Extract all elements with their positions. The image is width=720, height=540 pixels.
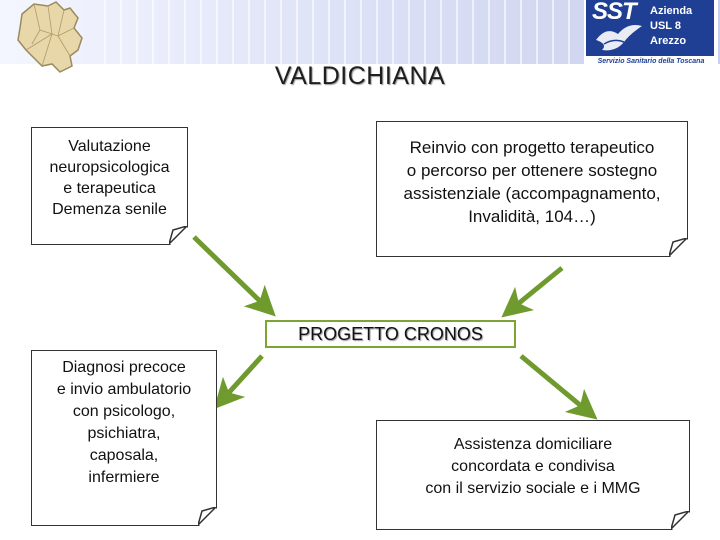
bird-icon <box>596 25 642 51</box>
page-title: VALDICHIANA <box>274 62 446 90</box>
page-fold-icon <box>671 511 689 529</box>
box-referral-text: Reinvio con progetto terapeutico o perco… <box>403 138 661 226</box>
arrow-top-left <box>192 235 276 317</box>
box-early-diagnosis: Diagnosi precoce e invio ambulatorio con… <box>31 350 217 526</box>
arrow-top-right <box>501 266 564 318</box>
box-home-assistance: Assistenza domiciliare concordata e cond… <box>376 420 690 530</box>
tuscany-map-icon <box>17 1 83 73</box>
sst-logo: SST Azienda USL 8 Arezzo Servizio Sanita… <box>584 0 718 72</box>
box-neuropsych-evaluation: Valutazione neuropsicologica e terapeuti… <box>31 127 188 245</box>
sst-logo-footer: Servizio Sanitario della Toscana <box>597 58 705 65</box>
box-early-diagnosis-text: Diagnosi precoce e invio ambulatorio con… <box>56 359 192 486</box>
arrow-bottom-left <box>213 354 264 410</box>
sst-line-2: USL 8 <box>650 20 681 32</box>
sst-logo-box: SST Azienda USL 8 Arezzo <box>586 0 714 56</box>
box-neuropsych-evaluation-text: Valutazione neuropsicologica e terapeuti… <box>49 138 170 218</box>
header-stripes <box>90 0 580 64</box>
sst-logo-letters: SST <box>592 0 637 25</box>
box-home-assistance-text: Assistenza domiciliare concordata e cond… <box>425 436 641 497</box>
arrow-bottom-right <box>519 354 598 420</box>
sst-line-1: Azienda <box>650 5 693 17</box>
sst-line-3: Arezzo <box>650 35 687 47</box>
page-fold-icon <box>169 226 187 244</box>
box-referral: Reinvio con progetto terapeutico o perco… <box>376 121 688 257</box>
page-fold-icon <box>669 238 687 256</box>
sst-logo-text: Azienda USL 8 Arezzo <box>650 4 692 49</box>
center-project-label: PROGETTO CRONOS <box>265 320 516 348</box>
page-fold-icon <box>198 507 216 525</box>
